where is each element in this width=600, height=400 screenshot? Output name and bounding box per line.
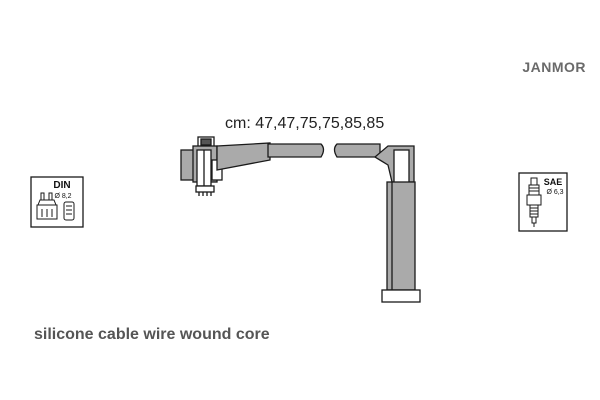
product-caption: silicone cable wire wound core [34, 326, 270, 343]
cable-lengths-label: cm: 47,47,75,75,85,85 [225, 115, 385, 132]
sae-boot-connector [373, 145, 421, 303]
sae-size: Ø 6,3 [546, 189, 563, 196]
din-badge: DIN Ø 8,2 [30, 176, 84, 228]
cable-left-segment [267, 143, 325, 158]
din-boot-connector [180, 136, 271, 196]
brand-logo: JANMOR [522, 59, 586, 75]
sae-label: SAE [544, 177, 563, 187]
cable [267, 143, 381, 158]
sae-badge: SAE Ø 6,3 [518, 172, 568, 232]
spark-plug-icon [526, 177, 542, 227]
din-label: DIN [53, 180, 70, 191]
distributor-cap-icon [36, 192, 75, 221]
cable-right-segment [333, 143, 381, 158]
din-size: Ø 8,2 [54, 193, 71, 200]
